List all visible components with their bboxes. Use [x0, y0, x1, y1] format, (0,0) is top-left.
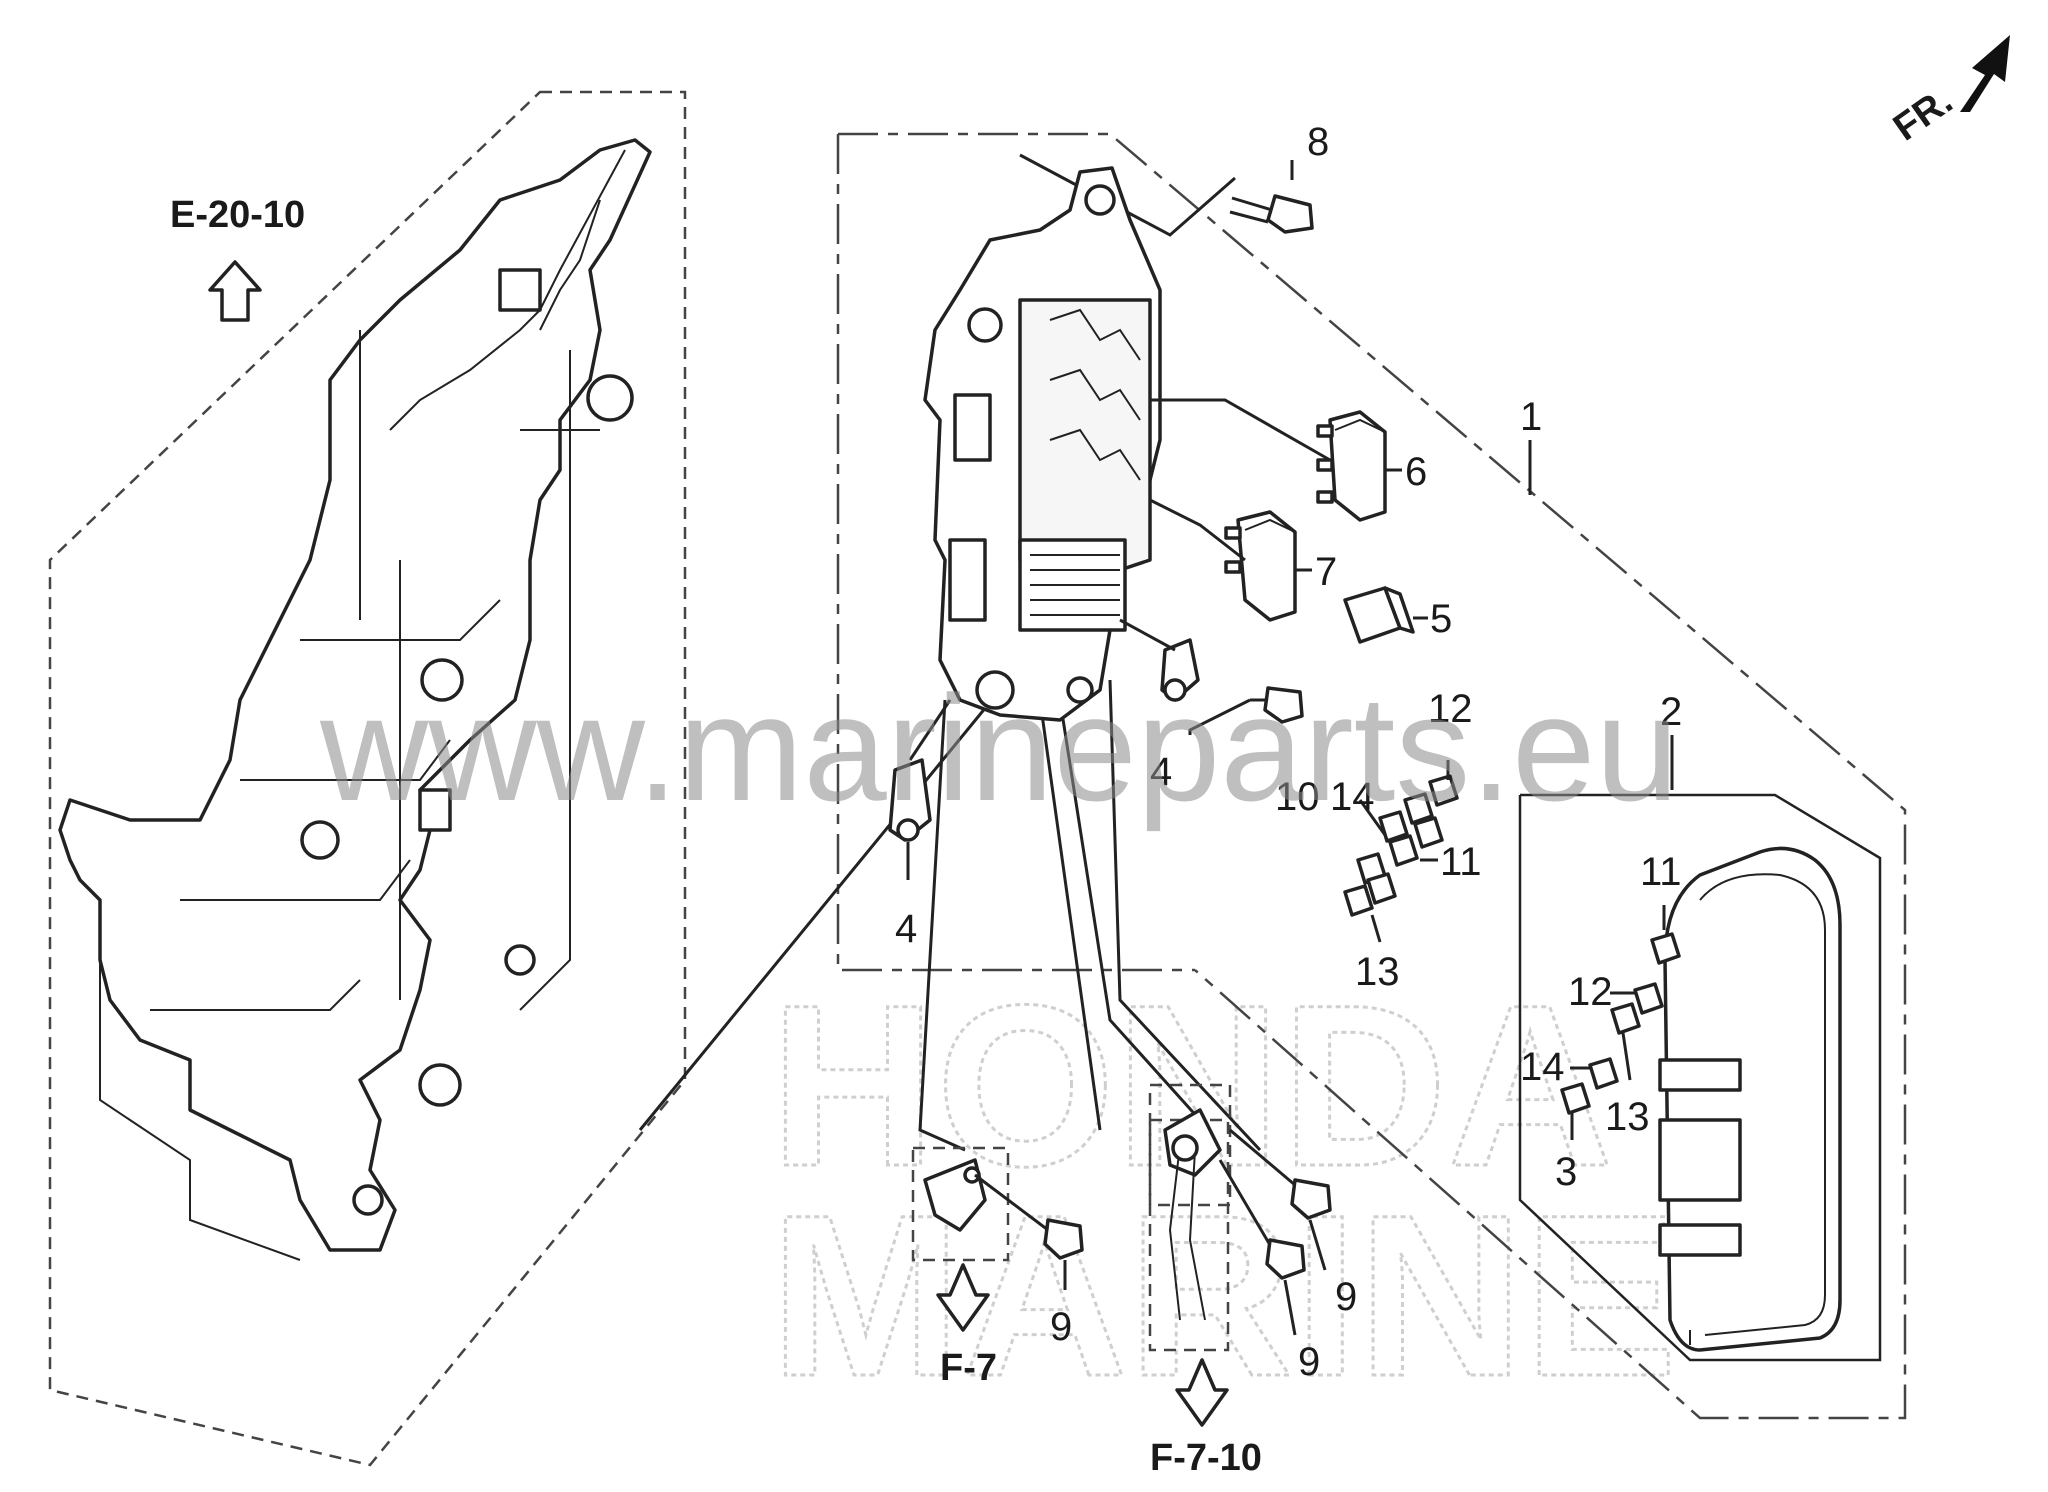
callout-labels: 8 1 6 7 5 4 4 10 12 14 11 13 2 11 12 14 …	[895, 120, 1682, 1384]
front-arrow-icon	[1960, 35, 2010, 112]
cover-latch-bottom	[1658, 1223, 1742, 1257]
ref-e-20-10-group: E-20-10	[170, 194, 305, 322]
frame-bracket	[58, 138, 652, 1252]
frame-bushing-top	[586, 374, 634, 422]
part-9-bolt-top	[1290, 1178, 1332, 1220]
arrow-down-icon	[936, 1263, 990, 1332]
cover-latch-middle	[1658, 1118, 1742, 1202]
ref-f-7-label: F-7	[940, 1347, 997, 1389]
callout-12-main: 12	[1428, 687, 1473, 731]
fuse-box-mount-hole-bottom	[975, 670, 1015, 710]
cover-latch-top	[1658, 1058, 1742, 1092]
callout-1: 1	[1520, 395, 1542, 439]
front-direction-label: FR.	[1886, 80, 1960, 150]
callout-13-main: 13	[1355, 950, 1400, 994]
frame-bushing-foot	[352, 1184, 384, 1216]
part-7-relay	[1224, 510, 1312, 622]
callout-9-right: 9	[1335, 1275, 1357, 1319]
frame-bushing-low	[418, 1063, 462, 1107]
callout-14-spare: 14	[1520, 1045, 1565, 1089]
callout-13-spare: 13	[1605, 1095, 1650, 1139]
callout-2: 2	[1660, 690, 1682, 734]
callout-10: 10	[1275, 775, 1320, 819]
arrow-down-icon	[1175, 1358, 1229, 1427]
part-10-screw	[1188, 686, 1304, 735]
ref-e-20-10-label: E-20-10	[170, 194, 305, 236]
frame-bushing-mid	[420, 658, 464, 702]
part-4-terminal-mid	[1119, 618, 1200, 702]
bracket-f-7-boundary	[911, 1146, 1010, 1262]
callout-5: 5	[1430, 597, 1452, 641]
part-2-fuse-box-cover	[1658, 846, 1842, 1352]
fuse-cluster-spare	[1560, 932, 1681, 1115]
fuse-box-side-socket	[953, 393, 992, 462]
callout-7: 7	[1315, 550, 1337, 594]
callout-14-main: 14	[1330, 775, 1375, 819]
callout-8: 8	[1307, 120, 1329, 164]
frame-assembly-boundary	[48, 90, 687, 1467]
brand-ghost-line2: MARINE	[770, 1167, 1677, 1424]
frame-assembly-group	[48, 90, 687, 1467]
callout-12-spare: 12	[1568, 970, 1613, 1014]
fuse-box-mount-hole-left	[967, 307, 1003, 343]
fuse-cluster-main	[1343, 774, 1459, 917]
part-4-terminal-left	[888, 699, 952, 880]
frame-bushing-right	[504, 944, 536, 976]
bracket-f-7-10-group	[1148, 1083, 1332, 1427]
part-8-bolt	[1229, 160, 1314, 234]
fuse-box-mount-hole-right	[1066, 676, 1094, 704]
fusebox-assembly-boundary	[838, 132, 1907, 1420]
part-9-bolt-mid	[1265, 1238, 1306, 1280]
frame-bushing-left	[300, 820, 340, 860]
bracket-f-7-group	[911, 1146, 1084, 1332]
fuse-box-mount-hole-top	[1084, 184, 1116, 216]
bracket-f-7-10-lower-boundary	[1148, 1118, 1230, 1352]
part-6-relay	[1316, 410, 1402, 522]
fuse-box-side-connector	[948, 538, 987, 622]
brand-ghost-watermark: HONDA MARINE	[769, 956, 1679, 1426]
callout-4-mid: 4	[1150, 750, 1172, 794]
fusebox-assembly-boundary-left	[836, 134, 1195, 972]
callout-3: 3	[1555, 1150, 1577, 1194]
part-9-bolt-left	[1043, 1218, 1084, 1260]
arrow-up-icon	[208, 260, 262, 322]
callout-9-left: 9	[1050, 1305, 1072, 1349]
callout-4-left: 4	[895, 907, 917, 951]
front-direction-group: FR.	[1886, 35, 2010, 149]
frame-clip	[418, 788, 452, 832]
callout-11-main: 11	[1440, 840, 1482, 884]
frame-tab	[498, 268, 542, 312]
fuse-box-body-part	[923, 166, 1162, 722]
callout-11-spare: 11	[1640, 850, 1682, 894]
callout-6: 6	[1405, 450, 1427, 494]
part-5-fuse-holder	[1343, 586, 1428, 644]
callout-9-mid: 9	[1298, 1340, 1320, 1384]
ref-f-7-10-label: F-7-10	[1150, 1437, 1262, 1479]
website-watermark: www.marineparts.eu	[319, 664, 1679, 832]
